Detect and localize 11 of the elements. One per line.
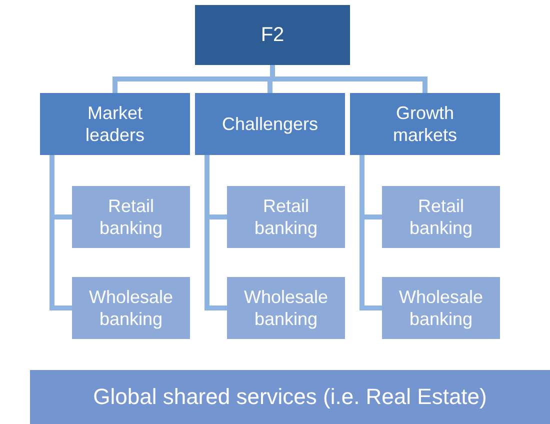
unit-box: Retail banking	[382, 186, 500, 248]
org-chart-top-box: F2	[195, 5, 350, 65]
unit-box: Retail banking	[227, 186, 345, 248]
group-box: Growth markets	[350, 93, 500, 155]
unit-box: Wholesale banking	[72, 277, 190, 339]
shared-services-band: Global shared services (i.e. Real Estate)	[30, 370, 550, 424]
group-box: Challengers	[195, 93, 345, 155]
unit-box: Wholesale banking	[382, 277, 500, 339]
unit-box: Retail banking	[72, 186, 190, 248]
group-box: Market leaders	[40, 93, 190, 155]
unit-box: Wholesale banking	[227, 277, 345, 339]
